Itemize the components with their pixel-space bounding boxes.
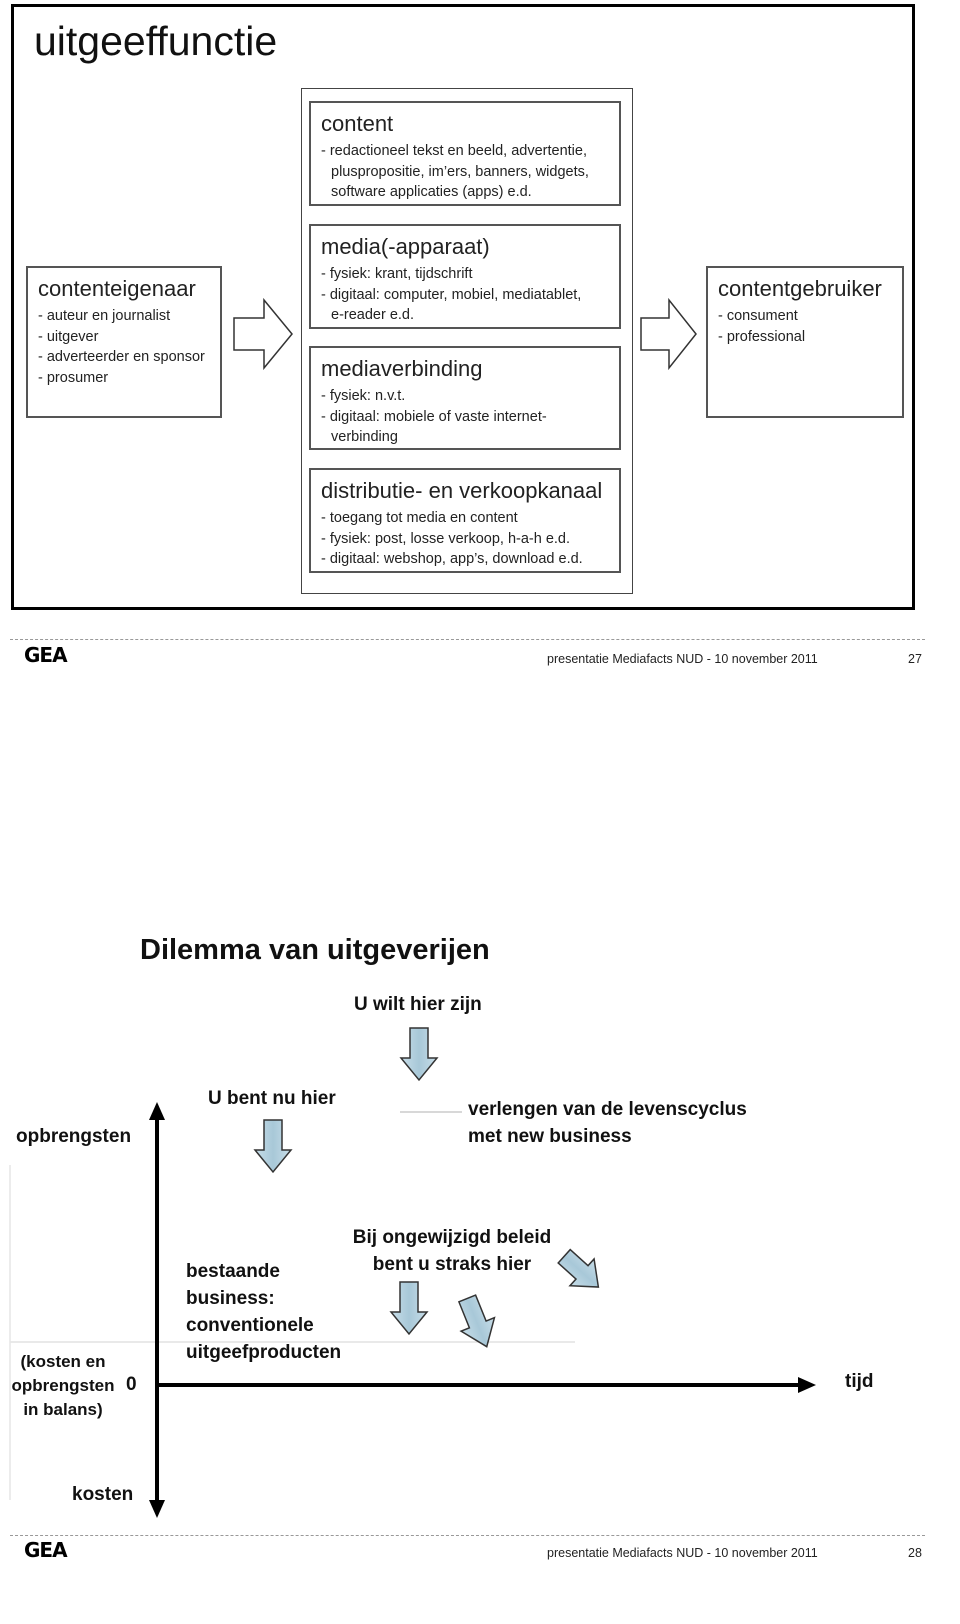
content-owner-box: contenteigenaar - auteur en journalist -… [26, 266, 222, 418]
content-box: content - redactioneel tekst en beeld, a… [309, 101, 621, 206]
media-device-line: e-reader e.d. [331, 307, 415, 323]
media-device-lines: - fysiek: krant, tijdschrift - digitaal:… [321, 264, 609, 326]
footer-divider [10, 639, 925, 640]
balance-label-line: in balans) [23, 1400, 103, 1419]
down-arrow-icon [389, 1281, 429, 1336]
unchanged-label-line: bent u straks hier [372, 1254, 532, 1275]
media-connection-line: - digitaal: mobiele of vaste internet- [321, 408, 547, 425]
content-owner-line: - uitgever [38, 328, 99, 345]
media-connection-line: - fysiek: n.v.t. [321, 388, 406, 404]
want-label: U wilt hier zijn [354, 994, 482, 1015]
distribution-lines: - toegang tot media en content - fysiek:… [321, 508, 609, 570]
distribution-line: - digitaal: webshop, app’s, download e.d… [321, 551, 583, 567]
y-axis-up-arrowhead [149, 1102, 165, 1120]
down-arrow-icon [399, 1027, 439, 1082]
balance-label-line: (kosten en [20, 1352, 106, 1371]
y-top-label: opbrengsten [16, 1126, 132, 1147]
footer-divider [10, 1535, 925, 1536]
existing-business-line: uitgeefproducten [186, 1342, 342, 1363]
media-connection-lines: - fysiek: n.v.t. - digitaal: mobiele of … [321, 386, 609, 448]
y-axis-down-arrowhead [149, 1500, 165, 1518]
content-line: pluspropositie, im’ers, banners, widgets… [331, 163, 589, 180]
content-user-line: - consument [718, 308, 798, 324]
media-connection-box: mediaverbinding - fysiek: n.v.t. - digit… [309, 346, 621, 450]
extend-label-line: verlengen van de levenscyclus [468, 1099, 747, 1120]
media-device-line: - digitaal: computer, mobiel, mediatable… [321, 286, 582, 303]
existing-business-label: bestaande business: conventionele uitgee… [186, 1258, 341, 1366]
distribution-line: - toegang tot media en content [321, 510, 518, 526]
slide-title: Dilemma van uitgeverijen [140, 934, 490, 966]
content-user-box: contentgebruiker - consument - professio… [706, 266, 904, 418]
content-owner-line: - prosumer [38, 369, 109, 386]
media-device-line: - fysiek: krant, tijdschrift [321, 266, 473, 282]
media-connection-line: verbinding [331, 429, 398, 445]
extend-label: verlengen van de levenscyclus met new bu… [468, 1096, 747, 1150]
content-user-heading: contentgebruiker [718, 276, 882, 301]
content-heading: content [321, 111, 394, 136]
now-label: U bent nu hier [208, 1088, 336, 1109]
content-owner-heading: contenteigenaar [38, 276, 196, 301]
extend-label-line: met new business [468, 1126, 632, 1147]
footer-text: presentatie Mediafacts NUD - 10 november… [547, 1546, 818, 1560]
diagonal-arrow-icon [557, 1248, 600, 1288]
zero-label: 0 [126, 1374, 137, 1395]
gea-logo: GEA [24, 643, 68, 667]
content-owner-lines: - auteur en journalist - uitgever - adve… [38, 306, 210, 388]
distribution-line: - fysiek: post, losse verkoop, h-a-h e.d… [321, 530, 571, 547]
content-user-line: - professional [718, 328, 806, 345]
down-arrow-icon [253, 1119, 293, 1174]
diagonal-arrow-icon [457, 1294, 496, 1348]
y-bottom-label: kosten [72, 1484, 134, 1505]
slide-frame [11, 4, 915, 610]
unchanged-label: Bij ongewijzigd beleid bent u straks hie… [344, 1224, 560, 1278]
x-axis-arrowhead [798, 1377, 816, 1393]
existing-business-line: bestaande [186, 1261, 280, 1282]
balance-label: (kosten en opbrengsten in balans) [4, 1350, 122, 1422]
balance-label-line: opbrengsten [11, 1376, 115, 1395]
footer-text: presentatie Mediafacts NUD - 10 november… [547, 652, 818, 666]
x-axis-label: tijd [845, 1371, 874, 1392]
page-number: 28 [908, 1546, 922, 1560]
content-owner-line: - adverteerder en sponsor [38, 349, 205, 365]
media-device-box: media(-apparaat) - fysiek: krant, tijdsc… [309, 224, 621, 329]
page-number: 27 [908, 652, 922, 666]
media-device-heading: media(-apparaat) [321, 234, 490, 259]
publisher-group-box [301, 88, 633, 594]
content-lines: - redactioneel tekst en beeld, advertent… [321, 141, 609, 203]
content-owner-line: - auteur en journalist [38, 308, 171, 324]
gea-logo: GEA [24, 1538, 68, 1562]
existing-business-line: business: [186, 1288, 275, 1309]
content-line: software applicaties (apps) e.d. [331, 184, 532, 200]
existing-business-line: conventionele [186, 1315, 314, 1336]
distribution-box: distributie- en verkoopkanaal - toegang … [309, 468, 621, 573]
unchanged-label-line: Bij ongewijzigd beleid [352, 1227, 552, 1248]
distribution-heading: distributie- en verkoopkanaal [321, 478, 603, 503]
content-line: - redactioneel tekst en beeld, advertent… [321, 143, 587, 159]
content-user-lines: - consument - professional [718, 306, 892, 347]
media-connection-heading: mediaverbinding [321, 356, 483, 381]
slide-title: uitgeeffunctie [34, 18, 278, 64]
